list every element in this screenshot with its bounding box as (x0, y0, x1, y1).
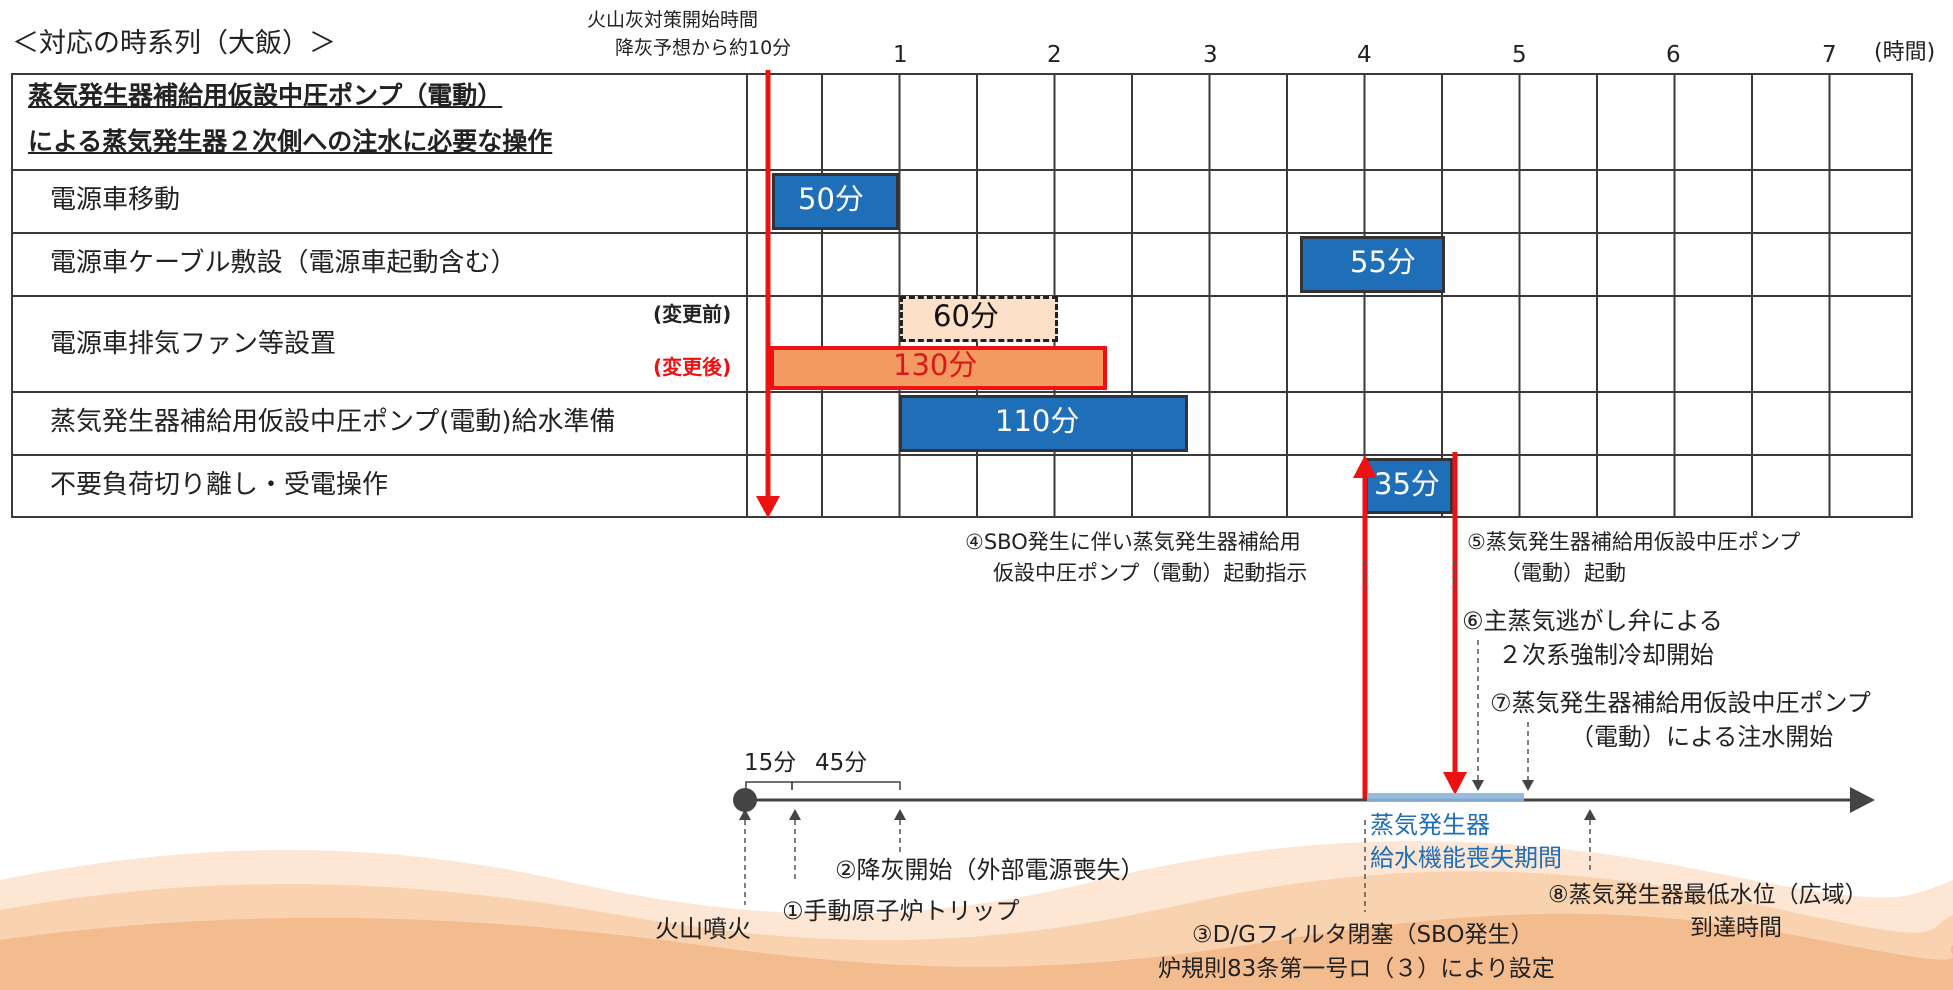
bar-load-shedding (1365, 458, 1453, 514)
bar-pump-prep (899, 395, 1188, 452)
annotation-4-line2: 仮設中圧ポンプ（電動）起動指示 (993, 561, 1308, 585)
tick-label-7: 7 (1822, 42, 1837, 68)
chart-title: ＜対応の時系列（大飯）＞ (12, 28, 336, 59)
time-unit-label: (時間) (1874, 40, 1936, 65)
bar-exhaust-after (770, 346, 1107, 390)
bar-cable-laying (1300, 236, 1445, 293)
loss-period-line2: 給水機能喪失期間 (1370, 844, 1562, 872)
tick-label-1: 1 (893, 42, 908, 68)
task-label-load-shedding: 不要負荷切り離し・受電操作 (50, 470, 389, 500)
annotation-8-line1: ⑧蒸気発生器最低水位（広域） (1548, 882, 1868, 908)
tick-label-3: 3 (1203, 42, 1218, 68)
bar-exhaust-before (900, 296, 1058, 342)
start-label-line1: 火山灰対策開始時間 (587, 9, 759, 31)
annotation-5-line1: ⑤蒸気発生器補給用仮設中圧ポンプ (1467, 530, 1801, 554)
start-label-line2: 降灰予想から約10分 (615, 37, 792, 59)
table-header-line1: 蒸気発生器補給用仮設中圧ポンプ（電動） (28, 81, 503, 110)
annotation-4-line1: ④SBO発生に伴い蒸気発生器補給用 (965, 530, 1301, 554)
bar-label-load-shedding: 35分 (1374, 467, 1440, 501)
annotation-7-line1: ⑦蒸気発生器補給用仮設中圧ポンプ (1490, 689, 1871, 717)
bar-label-exhaust-after: 130分 (893, 348, 978, 382)
annotation-eruption: 火山噴火 (655, 915, 751, 943)
bar-label-exhaust-before: 60分 (933, 299, 999, 333)
gap-label-45min: 45分 (815, 750, 868, 776)
annotation-6-line1: ⑥主蒸気逃がし弁による (1462, 607, 1723, 635)
tick-label-6: 6 (1666, 42, 1681, 68)
change-label-after: (変更後) (653, 355, 732, 379)
gap-label-15min: 15分 (744, 750, 797, 776)
tick-label-5: 5 (1512, 42, 1527, 68)
annotation-1: ①手動原子炉トリップ (782, 897, 1020, 925)
bar-label-pump-prep: 110分 (995, 404, 1080, 438)
loss-period-bar (1367, 793, 1524, 802)
bar-label-power-car-move: 50分 (798, 182, 864, 216)
table-header-line2: による蒸気発生器２次側への注水に必要な操作 (28, 127, 553, 156)
task-label-exhaust-fan: 電源車排気ファン等設置 (50, 329, 337, 359)
task-label-power-car-move: 電源車移動 (50, 185, 181, 215)
annotation-8-line2: 到達時間 (1690, 915, 1782, 941)
annotation-3-line2: 炉規則83条第一号ロ（３）により設定 (1158, 956, 1555, 982)
annotation-5-line2: （電動）起動 (1500, 561, 1626, 585)
loss-period-line1: 蒸気発生器 (1370, 811, 1490, 839)
annotation-7-line2: （電動）による注水開始 (1570, 723, 1834, 751)
annotation-2: ②降灰開始（外部電源喪失） (835, 856, 1145, 884)
bar-power-car-move (772, 173, 899, 230)
tick-label-4: 4 (1357, 42, 1372, 68)
task-label-cable-laying: 電源車ケーブル敷設（電源車起動含む） (50, 248, 517, 278)
annotation-6-line2: ２次系強制冷却開始 (1498, 641, 1714, 669)
tick-label-2: 2 (1047, 42, 1062, 68)
annotation-3-line1: ③D/Gフィルタ閉塞（SBO発生） (1192, 922, 1534, 948)
task-label-pump-prep: 蒸気発生器補給用仮設中圧ポンプ(電動)給水準備 (50, 407, 616, 437)
change-label-before: (変更前) (653, 302, 732, 326)
timeline-arrowhead (1850, 787, 1875, 813)
bar-label-cable-laying: 55分 (1350, 245, 1416, 279)
eruption-dot (733, 788, 757, 812)
